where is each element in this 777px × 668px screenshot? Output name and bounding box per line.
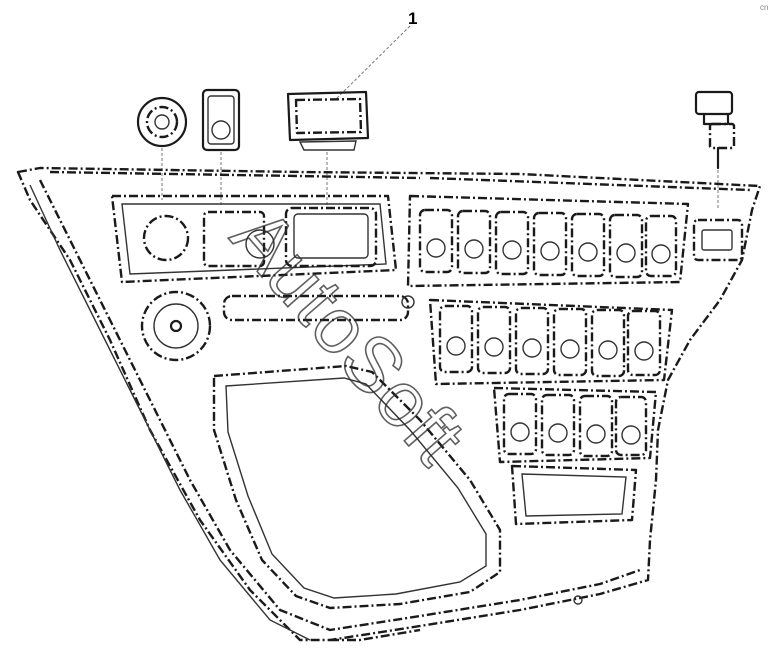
round-knob-part — [136, 96, 188, 148]
dashboard-panel — [16, 166, 762, 642]
panel-inner-trim — [38, 179, 641, 632]
switch-row-upper — [418, 208, 678, 279]
callout-leader-1 — [334, 25, 411, 101]
corner-mark: cn — [760, 3, 768, 12]
upper-switch-bank — [406, 194, 744, 288]
display-unit-part — [286, 90, 370, 151]
rocker-switch-part — [201, 88, 241, 152]
large-opening — [212, 364, 502, 610]
lower-switch-bank — [492, 386, 658, 464]
middle-knob — [140, 290, 212, 362]
panel-outline — [16, 166, 762, 642]
side-module — [692, 218, 744, 262]
slot-strip — [222, 294, 415, 322]
exploded-parts — [136, 88, 736, 210]
lower-cutout — [510, 464, 638, 526]
middle-switch-bank — [428, 298, 674, 386]
callout-label-1: 1 — [408, 9, 417, 28]
watermark: AutoSoft — [215, 191, 483, 481]
key-plug-part — [694, 90, 736, 170]
upper-left-bezel — [110, 194, 398, 284]
